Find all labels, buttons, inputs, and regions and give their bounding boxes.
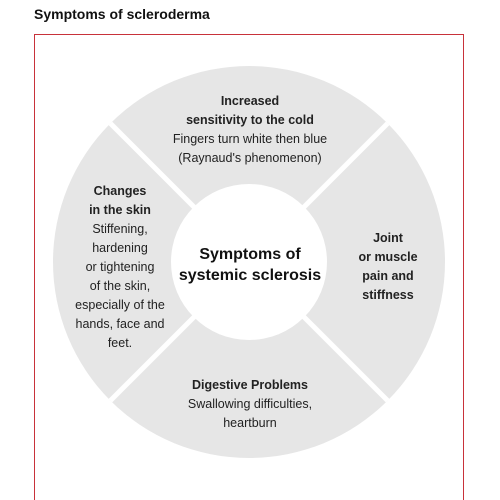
segment-title: Joint (373, 231, 403, 245)
segment-description: hardening (92, 241, 148, 255)
center-label-line: systemic sclerosis (178, 267, 322, 284)
segment-description: hands, face and (75, 317, 165, 331)
donut-hole (171, 184, 327, 340)
center-label: Symptoms of systemic sclerosis (170, 244, 330, 286)
segment-title: stiffness (362, 288, 414, 302)
segment-title: Digestive Problems (191, 378, 308, 392)
segment-skin-changes: Changes in the skin Stiffening, hardenin… (60, 182, 180, 353)
segment-title: pain and (362, 269, 414, 283)
segment-description: Swallowing difficulties, (187, 397, 313, 411)
segment-description: heartburn (223, 416, 277, 430)
segment-digestive-problems: Digestive Problems Swallowing difficulti… (150, 376, 350, 433)
segment-description: Fingers turn white then blue (172, 132, 328, 146)
segment-cold-sensitivity: Increased sensitivity to the cold Finger… (150, 92, 350, 168)
segment-description: or tightening (85, 260, 155, 274)
segment-description: of the skin, (89, 279, 151, 293)
segment-title: Increased (220, 94, 280, 108)
segment-title: Changes (93, 184, 147, 198)
page-title: Symptoms of scleroderma (34, 6, 210, 22)
segment-description: (Raynaud's phenomenon) (178, 151, 322, 165)
segment-title: sensitivity to the cold (186, 113, 314, 127)
segment-description: Stiffening, (92, 222, 148, 236)
segment-description: especially of the (75, 298, 165, 312)
segment-title: in the skin (89, 203, 151, 217)
segment-joint-pain: Joint or muscle pain and stiffness (338, 229, 438, 305)
segment-title: or muscle (358, 250, 418, 264)
center-label-line: Symptoms of (199, 246, 301, 263)
figure-frame (34, 34, 464, 500)
segment-description: feet. (107, 336, 133, 350)
